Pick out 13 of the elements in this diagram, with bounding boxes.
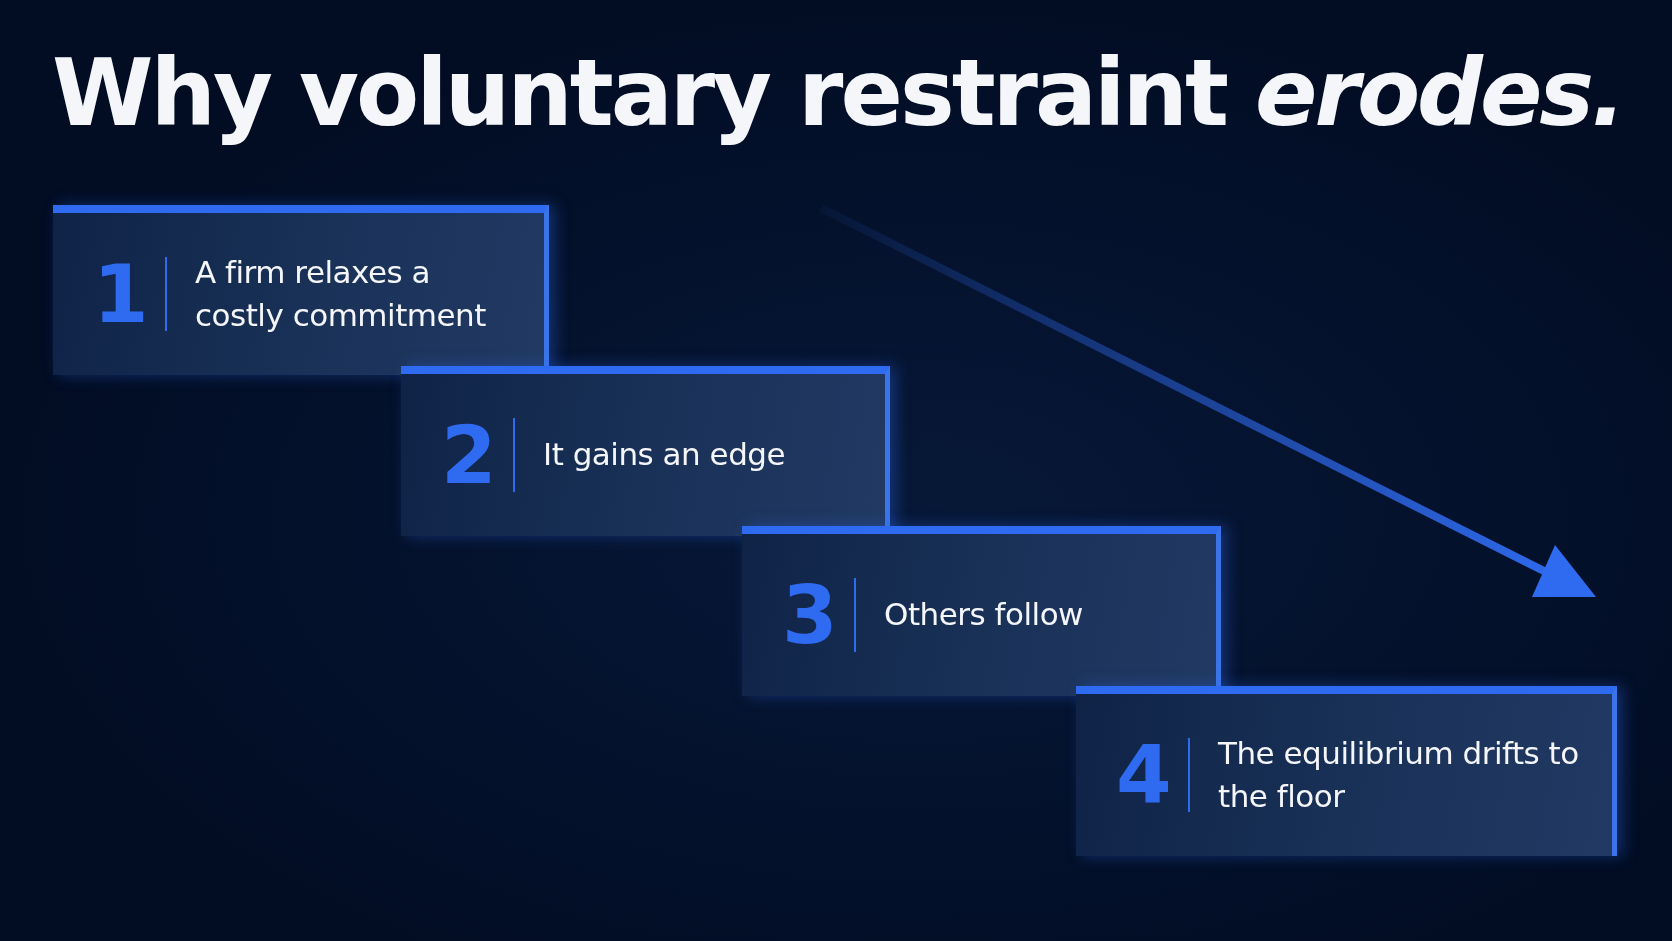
step-number: 4	[1116, 728, 1172, 822]
step-number: 3	[782, 568, 838, 662]
step-text: Others follow	[884, 595, 1083, 635]
step-box	[742, 526, 1221, 696]
step-number: 1	[93, 247, 149, 341]
step-box	[53, 205, 549, 375]
step-text: It gains an edge	[543, 435, 786, 475]
step-number: 2	[441, 408, 497, 502]
title: Why voluntary restraint erodes.	[52, 40, 1624, 147]
step-box	[1076, 686, 1617, 856]
step-box	[401, 366, 890, 536]
step-text: A firm relaxes a costly commitment	[195, 252, 487, 335]
step-text: The equilibrium drifts to the floor	[1218, 733, 1580, 816]
